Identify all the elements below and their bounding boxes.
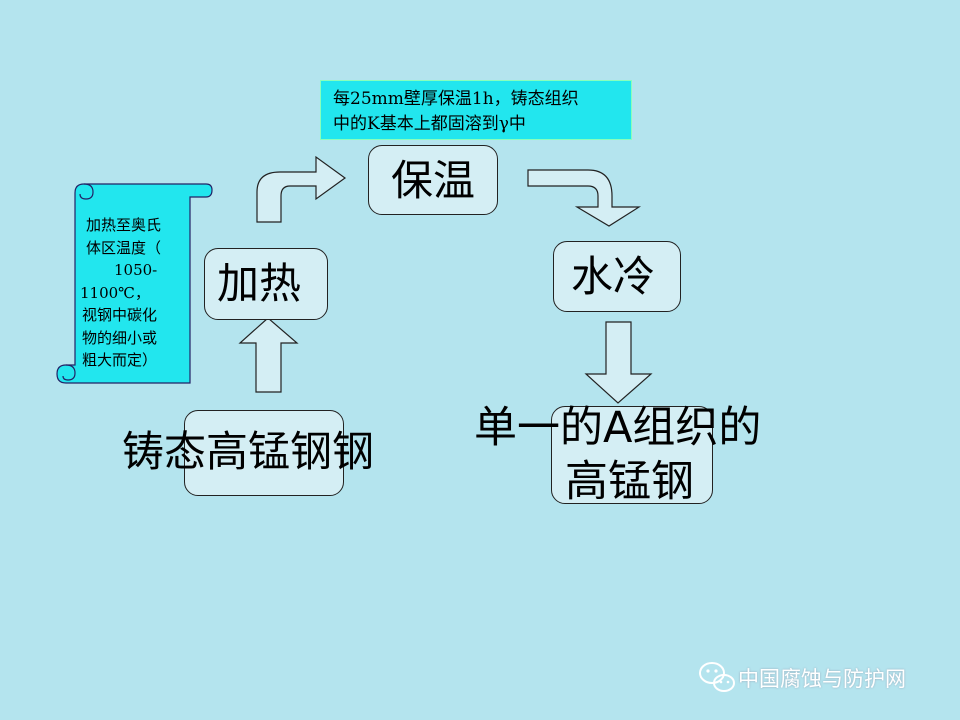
node-result-box <box>551 406 713 504</box>
heating-note-line: 1100℃， <box>80 283 150 302</box>
heating-note-line: 体区温度（ <box>86 238 162 257</box>
heating-note-line: 粗大而定） <box>82 351 158 369</box>
scroll-note-shape <box>56 183 213 384</box>
holding-note-line1: 每25mm壁厚保温1h，铸态组织 <box>333 89 579 109</box>
watermark-text: 中国腐蚀与防护网 <box>738 667 906 691</box>
arrow-curve-right-down <box>527 169 642 227</box>
node-result-label-line1: 单一的A组织的 <box>474 403 762 453</box>
heating-note-line: 加热至奥氏 <box>86 216 162 234</box>
node-start-box <box>184 410 344 496</box>
node-hold-label: 保温 <box>391 156 476 205</box>
heating-note-line: 物的细小或 <box>82 328 158 347</box>
arrow-curve-up-right <box>256 155 347 223</box>
node-result-label-line2: 高锰钢 <box>565 457 694 507</box>
node-quench-label: 水冷 <box>571 252 656 301</box>
heating-note-line: 1050- <box>114 261 158 279</box>
arrow-up-1 <box>238 317 299 393</box>
node-quench-box <box>553 241 681 312</box>
node-hold-box <box>368 145 498 215</box>
arrow-down-1 <box>584 321 653 404</box>
heating-note: 加热至奥氏 体区温度（ 1050- 1100℃， 视钢中碳化 物的细小或 粗大而… <box>80 214 190 372</box>
node-heat-box <box>204 248 328 320</box>
holding-note-line2: 中的K基本上都固溶到γ中 <box>333 114 526 134</box>
holding-note: 每25mm壁厚保温1h，铸态组织 中的K基本上都固溶到γ中 <box>320 80 632 140</box>
node-heat-label: 加热 <box>217 259 302 308</box>
node-start-label: 铸态高锰钢钢 <box>122 427 375 476</box>
heating-note-line: 视钢中碳化 <box>82 306 158 324</box>
